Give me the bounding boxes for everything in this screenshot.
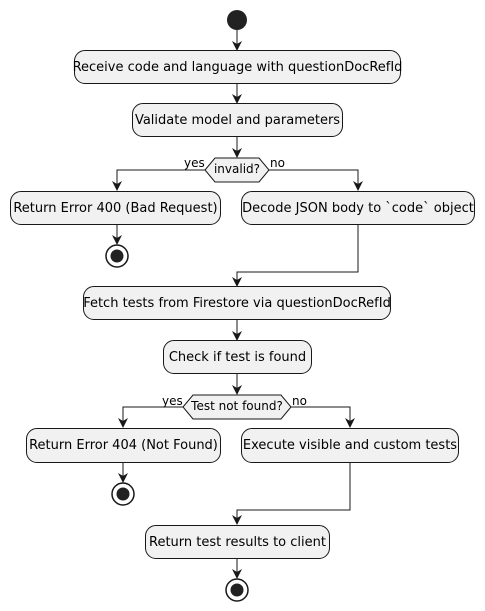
action-error-404: Return Error 404 (Not Found) (26, 428, 221, 463)
action-decode: Decode JSON body to `code` object (241, 191, 475, 225)
action-check: Check if test is found (163, 340, 312, 374)
branch-invalid-yes: yes (184, 156, 205, 170)
action-return-results: Return test results to client (145, 525, 330, 559)
action-receive: Receive code and language with questionD… (73, 50, 402, 84)
stop-node-1-inner (110, 249, 124, 263)
edge-notfound-no (291, 406, 355, 428)
edge-invalid-no (269, 169, 363, 191)
branch-notfound-yes: yes (162, 394, 183, 408)
stop-node-3-inner (230, 583, 244, 597)
decision-not-found-label: Test not found? (191, 399, 283, 413)
action-error-400: Return Error 400 (Bad Request) (10, 191, 221, 225)
edge-invalid-yes (112, 169, 205, 191)
edge-notfound-yes (118, 406, 183, 428)
decision-invalid-label: invalid? (213, 162, 261, 176)
start-node (227, 10, 247, 30)
action-fetch: Fetch tests from Firestore via questionD… (83, 286, 391, 320)
edge-decode-fetch (232, 225, 359, 287)
branch-invalid-no: no (270, 156, 285, 170)
edge-execute-return (232, 463, 351, 525)
stop-node-2-inner (116, 487, 130, 501)
action-execute: Execute visible and custom tests (241, 428, 459, 463)
branch-notfound-no: no (292, 394, 307, 408)
action-validate: Validate model and parameters (132, 103, 343, 137)
